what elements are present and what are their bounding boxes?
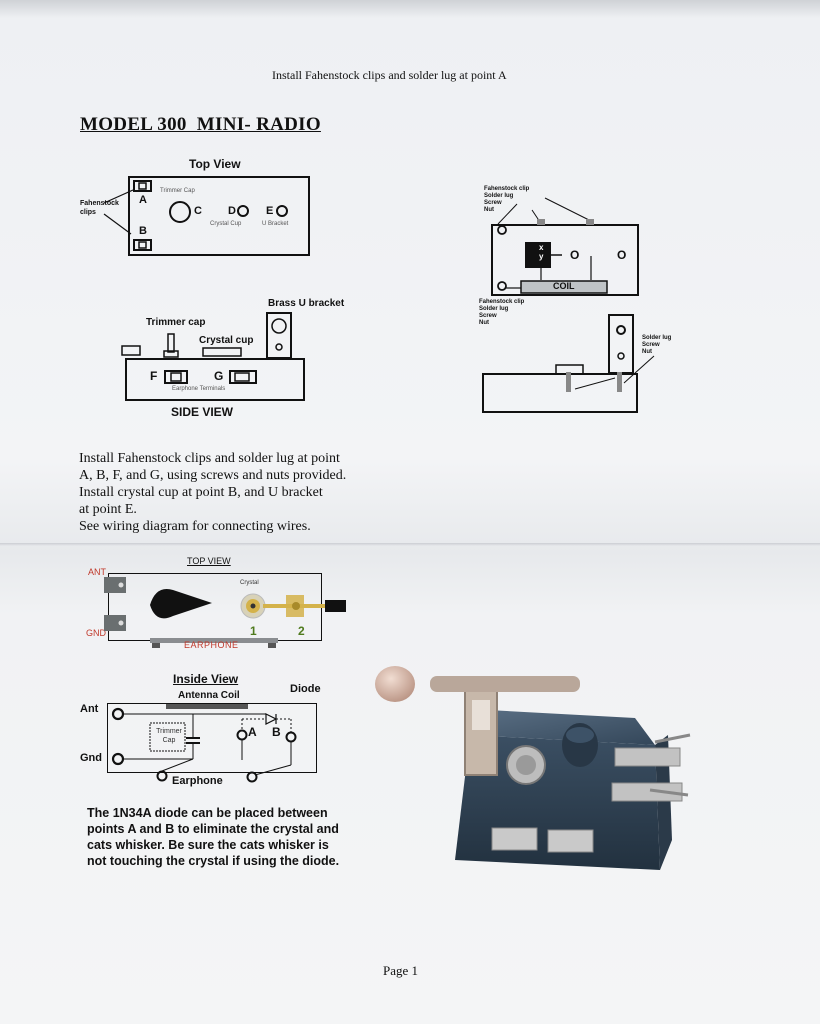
side-crystal-label: Crystal cup xyxy=(199,335,254,346)
header-instruction: Install Fahenstock clips and solder lug … xyxy=(272,68,507,82)
position-1-label: 1 xyxy=(250,624,257,638)
detail-side-screw-label: Screw xyxy=(479,313,497,319)
side-view-chassis xyxy=(125,358,305,401)
detail-lug-label: Solder lug xyxy=(484,193,514,199)
instruction-line: See wiring diagram for connecting wires. xyxy=(79,519,311,534)
instruction-line: Install crystal cup at point B, and U br… xyxy=(79,485,323,500)
crystal-label: Crystal xyxy=(240,580,259,586)
inside-gnd-label: Gnd xyxy=(80,752,102,764)
top-view-chassis xyxy=(128,176,310,256)
note-line: The 1N34A diode can be placed between xyxy=(87,806,328,820)
detail-top-labels: Fahenstock clip Solder lug Screw Nut xyxy=(484,186,529,214)
detail-right-lug-label: Solder lug xyxy=(642,335,672,341)
detail-clip-label: Fahenstock clip xyxy=(484,186,530,192)
instruction-line: Install Fahenstock clips and solder lug … xyxy=(79,451,340,466)
inside-ant-label: Ant xyxy=(80,703,99,715)
diode-mark-y: y xyxy=(539,252,544,261)
note-line: not touching the crystal if using the di… xyxy=(87,854,340,868)
detail-side-nut-label: Nut xyxy=(479,320,489,326)
instruction-line: A, B, F, and G, using screws and nuts pr… xyxy=(79,468,347,483)
inside-earphone-label: Earphone xyxy=(172,775,223,787)
scan-top-edge xyxy=(0,0,820,18)
point-f-label: F xyxy=(150,369,158,383)
diode-note: The 1N34A diode can be placed between po… xyxy=(87,805,387,869)
diode-mark-x: x xyxy=(539,243,544,252)
point-d-label: D xyxy=(228,205,236,217)
detail-nut-label: Nut xyxy=(484,207,494,213)
antenna-coil-label: Antenna Coil xyxy=(178,690,240,701)
detail-right-screw-label: Screw xyxy=(642,342,660,348)
inside-point-b: B xyxy=(272,725,281,739)
earphone-color-label: EARPHONE xyxy=(184,640,239,650)
inside-trimmer-label: Trimmer Cap xyxy=(156,728,182,744)
note-line: points A and B to eliminate the crystal … xyxy=(87,822,339,836)
coil-label: COIL xyxy=(553,281,575,291)
detail-right-nut-label: Nut xyxy=(642,349,652,355)
instruction-line: at point E. xyxy=(79,502,137,517)
page-title: MODEL 300 MINI- RADIO xyxy=(80,114,321,135)
point-b-label: B xyxy=(139,225,147,237)
detail-terminal-d: O xyxy=(570,248,580,262)
detail-side-right-labels: Solder lug Screw Nut xyxy=(642,335,671,356)
detail-top-chassis xyxy=(491,224,639,296)
inside-view-chassis xyxy=(107,703,317,773)
top-view-heading: Top View xyxy=(189,157,241,171)
side-trimmer-label: Trimmer cap xyxy=(146,317,206,328)
inside-view-heading: Inside View xyxy=(173,672,239,686)
crystal-cup-label: Crystal Cup xyxy=(210,221,242,227)
point-c-label: C xyxy=(194,205,202,217)
detail-side-lug-label: Solder lug xyxy=(479,306,509,312)
paper-fold-shadow xyxy=(0,543,820,546)
inside-point-a: A xyxy=(248,725,257,739)
u-bracket-label: U Bracket xyxy=(262,221,289,227)
point-g-label: G xyxy=(214,369,224,383)
color-top-view-heading: TOP VIEW xyxy=(187,556,231,566)
detail-side-labels: Fahenstock clip Solder lug Screw Nut xyxy=(479,299,524,327)
diode-label: Diode xyxy=(290,683,321,695)
note-line: cats whisker. Be sure the cats whisker i… xyxy=(87,838,329,852)
detail-side-clip-label: Fahenstock clip xyxy=(479,299,525,305)
page-number: Page 1 xyxy=(383,963,419,978)
detail-screw-label: Screw xyxy=(484,200,502,206)
point-a-label: A xyxy=(139,194,147,206)
position-2-label: 2 xyxy=(298,624,305,638)
gnd-label: GND xyxy=(86,628,106,638)
fahenstock-clips-label: Fahenstock clips xyxy=(80,200,119,216)
point-e-label: E xyxy=(266,205,274,217)
detail-terminal-e: O xyxy=(617,248,627,262)
side-view-heading: SIDE VIEW xyxy=(171,405,234,419)
ant-label: ANT xyxy=(88,567,106,577)
assembly-instructions: Install Fahenstock clips and solder lug … xyxy=(79,450,419,535)
trimmer-cap-label: Trimmer Cap xyxy=(160,188,195,194)
earphone-terminals-label: Earphone Terminals xyxy=(172,386,226,392)
brass-bracket-label: Brass U bracket xyxy=(268,298,345,309)
